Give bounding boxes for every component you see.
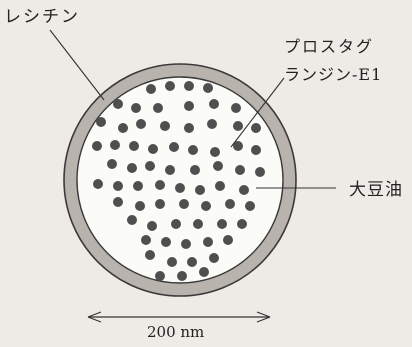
scale-label: 200 nm: [147, 323, 204, 341]
prostaglandin-droplet: [203, 237, 213, 247]
prostaglandin-droplet: [167, 257, 177, 267]
prostaglandin-droplet: [231, 103, 241, 113]
prostaglandin-droplet: [155, 180, 165, 190]
prostaglandin-droplet: [148, 144, 158, 154]
prostaglandin-droplet: [169, 142, 179, 152]
prostaglandin-droplet: [181, 239, 191, 249]
prostaglandin-droplet: [245, 201, 255, 211]
lecithin-label: レシチン: [4, 2, 80, 27]
prostaglandin-droplet: [193, 219, 203, 229]
prostaglandin-droplet: [127, 215, 137, 225]
scale-bar: [88, 312, 270, 322]
prostaglandin-droplet: [147, 221, 157, 231]
lecithin-leader-line: [50, 30, 104, 100]
prostaglandin-droplet: [190, 165, 200, 175]
prostaglandin-droplet: [223, 235, 233, 245]
prostaglandin-droplet: [127, 163, 137, 173]
prostaglandin-droplet: [113, 197, 123, 207]
prostaglandin-droplet: [92, 141, 102, 151]
prostaglandin-droplet: [237, 219, 247, 229]
prostaglandin-droplet: [145, 161, 155, 171]
prostaglandin-droplet: [93, 179, 103, 189]
prostaglandin-droplet: [184, 81, 194, 91]
prostaglandin-droplet: [145, 250, 155, 260]
prostaglandin-droplet: [225, 199, 235, 209]
prostaglandin-droplet: [110, 140, 120, 150]
prostaglandin-droplet: [235, 165, 245, 175]
prostaglandin-droplet: [175, 183, 185, 193]
prostaglandin-droplet: [146, 84, 156, 94]
prostaglandin-droplet: [179, 199, 189, 209]
prostaglandin-label-line2: ランジン-E1: [284, 61, 382, 85]
prostaglandin-droplet: [239, 185, 249, 195]
prostaglandin-droplet: [165, 81, 175, 91]
prostaglandin-droplet: [203, 83, 213, 93]
prostaglandin-droplet: [209, 99, 219, 109]
prostaglandin-droplet: [133, 181, 143, 191]
prostaglandin-droplet: [160, 121, 170, 131]
prostaglandin-droplet: [136, 119, 146, 129]
prostaglandin-droplet: [255, 167, 265, 177]
soybean-oil-label: 大豆油: [349, 175, 403, 200]
prostaglandin-droplet: [187, 257, 197, 267]
prostaglandin-droplet: [195, 185, 205, 195]
prostaglandin-droplet: [199, 267, 209, 277]
prostaglandin-droplet: [113, 99, 123, 109]
prostaglandin-droplet: [113, 181, 123, 191]
prostaglandin-droplet: [207, 119, 217, 129]
prostaglandin-droplet: [210, 147, 220, 157]
prostaglandin-droplet: [141, 235, 151, 245]
prostaglandin-droplet: [161, 237, 171, 247]
prostaglandin-droplet: [96, 117, 106, 127]
prostaglandin-droplet: [107, 159, 117, 169]
prostaglandin-label-line1: プロスタグ: [284, 33, 374, 57]
prostaglandin-droplet: [251, 123, 261, 133]
prostaglandin-droplet: [118, 123, 128, 133]
prostaglandin-droplet: [233, 121, 243, 131]
prostaglandin-droplet: [217, 219, 227, 229]
prostaglandin-droplet: [184, 101, 194, 111]
prostaglandin-droplet: [129, 141, 139, 151]
prostaglandin-droplet: [153, 103, 163, 113]
soybean-oil-core: [77, 77, 283, 283]
prostaglandin-droplet: [135, 201, 145, 211]
prostaglandin-droplet: [171, 219, 181, 229]
prostaglandin-droplet: [165, 165, 175, 175]
prostaglandin-droplet: [215, 181, 225, 191]
prostaglandin-droplet: [177, 271, 187, 281]
prostaglandin-droplet: [131, 103, 141, 113]
prostaglandin-droplet: [209, 253, 219, 263]
prostaglandin-droplet: [184, 123, 194, 133]
prostaglandin-droplet: [213, 161, 223, 171]
prostaglandin-droplet: [155, 199, 165, 209]
prostaglandin-droplet: [201, 201, 211, 211]
prostaglandin-droplet: [251, 145, 261, 155]
prostaglandin-droplet: [155, 271, 165, 281]
prostaglandin-droplet: [188, 145, 198, 155]
